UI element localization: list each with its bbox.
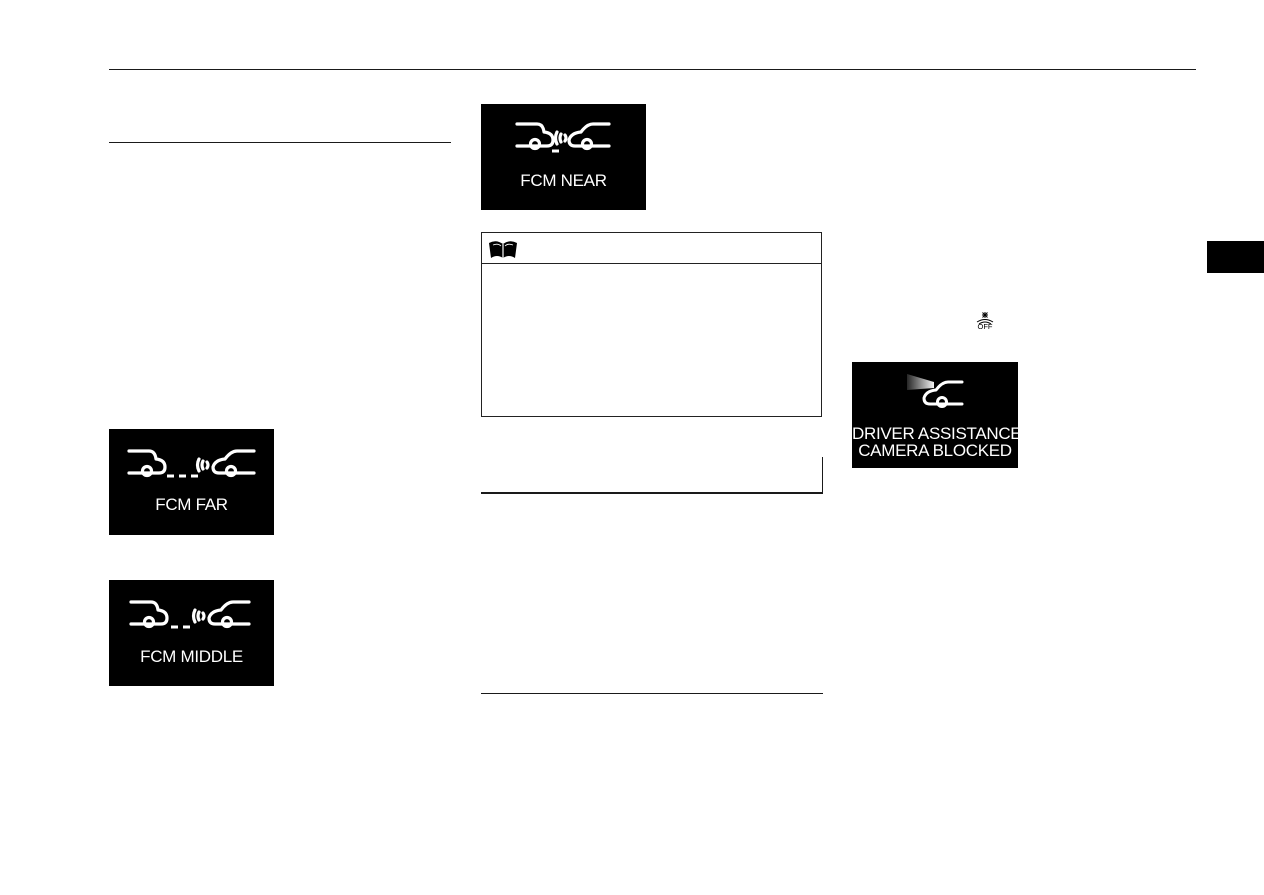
page-header-rule <box>109 69 1196 70</box>
fcm-middle-display: FCM MIDDLE <box>109 580 274 686</box>
middle-bottom-rule <box>481 693 823 694</box>
camera-blocked-icon <box>907 374 964 408</box>
car-distance-far-icon <box>127 449 256 478</box>
left-section-rule <box>109 142 451 143</box>
middle-section-rule <box>481 492 823 494</box>
open-book-icon <box>489 241 517 258</box>
fcm-middle-label: FCM MIDDLE <box>140 647 243 666</box>
fcm-near-display: FCM NEAR <box>481 104 646 210</box>
lamp-off-icon <box>976 312 994 325</box>
car-distance-near-icon <box>515 122 611 153</box>
lamp-off-indicator: OFF <box>972 311 998 333</box>
chapter-tab <box>1207 241 1264 273</box>
fcm-far-display: FCM FAR <box>109 429 274 535</box>
note-box-header <box>482 233 821 264</box>
car-distance-middle-icon <box>129 600 251 629</box>
camera-blocked-line1: DRIVER ASSISTANCE <box>852 424 1022 443</box>
fcm-near-label: FCM NEAR <box>520 171 607 190</box>
lamp-off-text: OFF <box>977 322 993 331</box>
camera-blocked-line2: CAMERA BLOCKED <box>858 441 1012 460</box>
note-box <box>481 232 822 417</box>
middle-section-bar <box>822 457 823 493</box>
camera-blocked-display: DRIVER ASSISTANCE CAMERA BLOCKED <box>852 362 1022 468</box>
fcm-far-label: FCM FAR <box>155 495 228 514</box>
